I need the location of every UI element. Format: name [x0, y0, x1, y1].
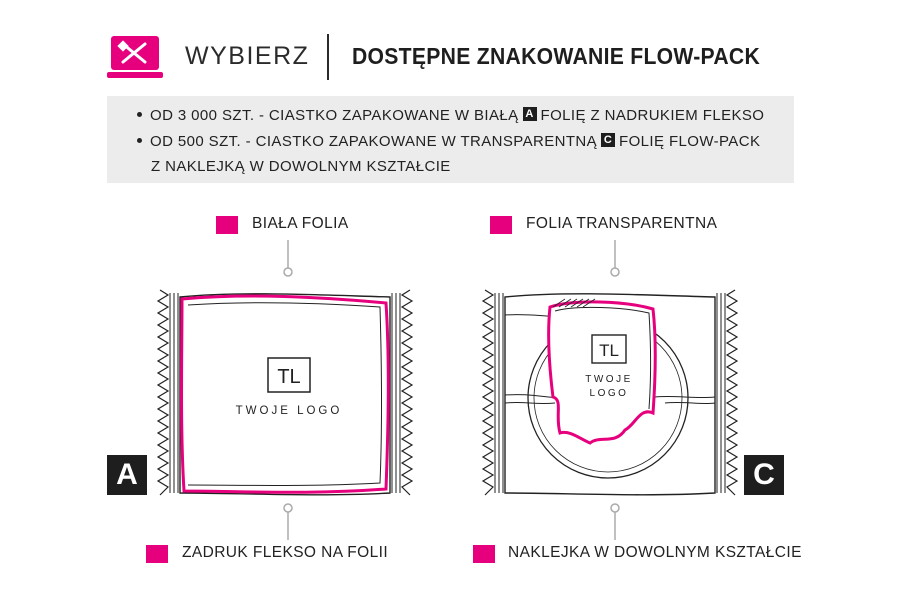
- badge-a: A: [522, 107, 537, 122]
- info-line-1-text: OD 3 000 SZT. - CIASTKO ZAPAKOWANE W BIA…: [150, 107, 519, 124]
- logo-text-c-2: LOGO: [590, 388, 629, 399]
- bullet-icon: [137, 137, 142, 143]
- package-c-illustration: TL TWOJE LOGO: [481, 289, 739, 496]
- laptop-pencil-icon: [107, 36, 163, 78]
- header-divider: [327, 34, 329, 80]
- bullet-icon: [137, 111, 142, 117]
- info-box: OD 3 000 SZT. - CIASTKO ZAPAKOWANE W BIA…: [107, 96, 794, 183]
- connector-bottom-a: [283, 503, 293, 540]
- badge-c: C: [601, 133, 616, 148]
- logo-frame-c: [591, 334, 627, 364]
- info-line-3: Z NAKLEJKĄ W DOWOLNYM KSZTAŁCIE: [151, 158, 451, 175]
- letter-c-badge: C: [744, 455, 784, 495]
- info-line-1-tail: FOLIĘ Z NADRUKIEM FLEKSO: [540, 107, 765, 124]
- label-top-c: FOLIA TRANSPARENTNA: [526, 215, 718, 232]
- connector-bottom-c: [610, 503, 620, 540]
- package-a-illustration: TL TWOJE LOGO: [156, 289, 414, 496]
- logo-mark-a: TL: [277, 366, 300, 388]
- header-choose-label: WYBIERZ: [185, 42, 310, 70]
- label-bottom-a: ZADRUK FLEKSO NA FOLII: [182, 544, 389, 561]
- page-title: DOSTĘPNE ZNAKOWANIE FLOW-PACK: [352, 43, 761, 69]
- info-line-1: OD 3 000 SZT. - CIASTKO ZAPAKOWANE W BIA…: [137, 107, 764, 124]
- connector-top-c: [610, 240, 620, 277]
- swatch-top-a: [216, 216, 238, 234]
- logo-mark-c: TL: [599, 341, 619, 360]
- label-bottom-c: NAKLEJKA W DOWOLNYM KSZTAŁCIE: [508, 544, 802, 561]
- swatch-bottom-a: [146, 545, 168, 563]
- info-line-2-text: OD 500 SZT. - CIASTKO ZAPAKOWANE W TRANS…: [150, 133, 598, 150]
- info-line-2-tail: FOLIĘ FLOW-PACK: [619, 133, 761, 150]
- logo-text-c-1: TWOJE: [585, 374, 633, 385]
- logo-frame-a: [267, 357, 311, 393]
- info-line-2: OD 500 SZT. - CIASTKO ZAPAKOWANE W TRANS…: [137, 133, 760, 150]
- label-top-a: BIAŁA FOLIA: [252, 215, 349, 232]
- letter-a-badge: A: [107, 455, 147, 495]
- swatch-bottom-c: [473, 545, 495, 563]
- logo-text-a: TWOJE LOGO: [236, 405, 343, 417]
- connector-top-a: [283, 240, 293, 277]
- swatch-top-c: [490, 216, 512, 234]
